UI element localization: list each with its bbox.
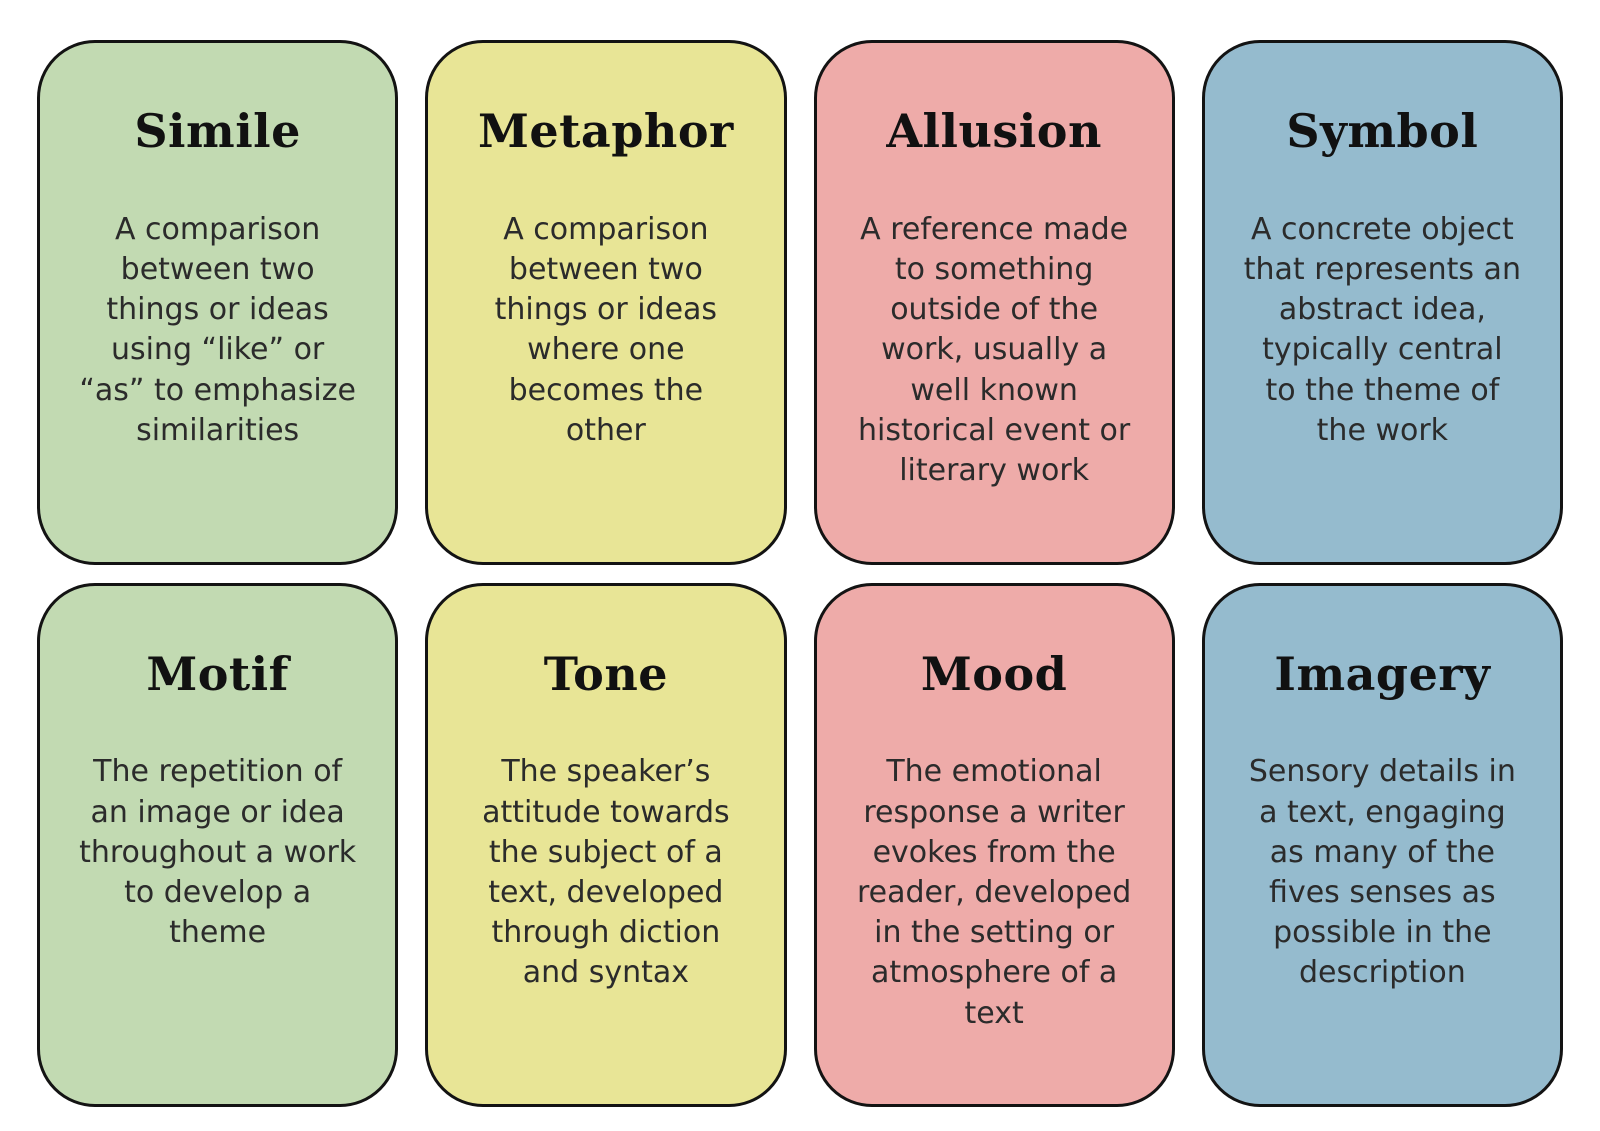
- card-title: Imagery: [1274, 646, 1491, 701]
- card-symbol: Symbol A concrete object that represents…: [1201, 40, 1563, 565]
- card-motif: Motif The repetition of an image or idea…: [37, 582, 399, 1107]
- card-imagery: Imagery Sensory details in a text, engag…: [1201, 582, 1563, 1107]
- card-tone: Tone The speaker’s attitude towards the …: [425, 582, 787, 1107]
- card-metaphor: Metaphor A comparison between two things…: [425, 40, 787, 565]
- card-title: Simile: [134, 104, 301, 158]
- card-title: Allusion: [886, 104, 1102, 158]
- card-mood: Mood The emotional response a writer evo…: [813, 582, 1175, 1107]
- card-title: Tone: [543, 646, 669, 701]
- card-description: A comparison between two things or ideas…: [79, 211, 356, 448]
- card-description: A concrete object that represents an abs…: [1243, 211, 1521, 448]
- card-title: Mood: [920, 646, 1068, 701]
- card-description: Sensory details in a text, engaging as m…: [1248, 754, 1516, 991]
- card-simile: Simile A comparison between two things o…: [37, 40, 399, 565]
- card-description: The repetition of an image or idea throu…: [79, 754, 357, 951]
- card-title: Symbol: [1286, 104, 1479, 158]
- card-description: The emotional response a writer evokes f…: [856, 754, 1132, 1031]
- card-description: The speaker’s attitude towards the subje…: [482, 754, 730, 991]
- card-description: A comparison between two things or ideas…: [494, 211, 718, 448]
- card-title: Metaphor: [477, 104, 734, 158]
- card-allusion: Allusion A reference made to something o…: [813, 40, 1175, 565]
- card-title: Motif: [146, 646, 289, 701]
- card-description: A reference made to something outside of…: [858, 211, 1131, 489]
